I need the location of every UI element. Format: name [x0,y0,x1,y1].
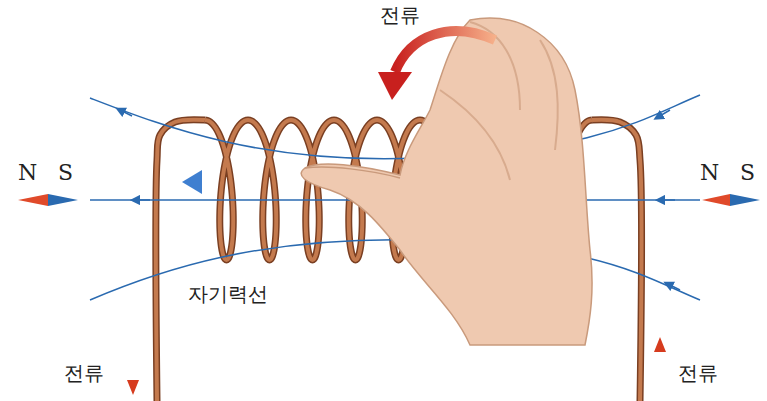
pole-label: S [56,160,75,185]
compass-north [18,194,48,206]
pole-label: N [698,160,721,185]
compass-south [730,194,760,206]
current-label: 전류 [378,4,422,27]
current-label: 전류 [676,362,720,385]
current-arrow-up [658,350,662,393]
current-arrow-head [378,72,412,100]
pole-label: N [16,160,39,185]
field-arrow [135,199,150,201]
field-arrow [658,110,670,117]
field-arrow [660,199,675,201]
pole-label: S [738,160,757,185]
wire-outline [156,120,205,401]
thumb-direction-shaft [200,177,255,187]
wire [156,120,205,401]
thumb-edge [305,167,400,178]
compass-right [702,194,760,206]
field-line [90,95,700,159]
current-label: 전류 [62,362,106,385]
hand-skin [301,18,592,345]
compass-left [18,194,78,206]
thumb-direction-head [182,170,202,194]
compass-south [48,194,78,206]
field-line-label: 자기력선 [186,283,270,306]
current-arrow-shaft [395,31,495,72]
hand [301,18,592,345]
finger-crease [440,90,510,180]
current-arrow-down [131,337,135,382]
compass-north [702,194,730,206]
field-arrow [120,110,132,116]
current-arrow-head [127,380,139,395]
finger-crease [540,40,558,150]
current-arrow-head [654,337,666,352]
field-line [90,240,700,300]
field-arrow [668,284,680,290]
